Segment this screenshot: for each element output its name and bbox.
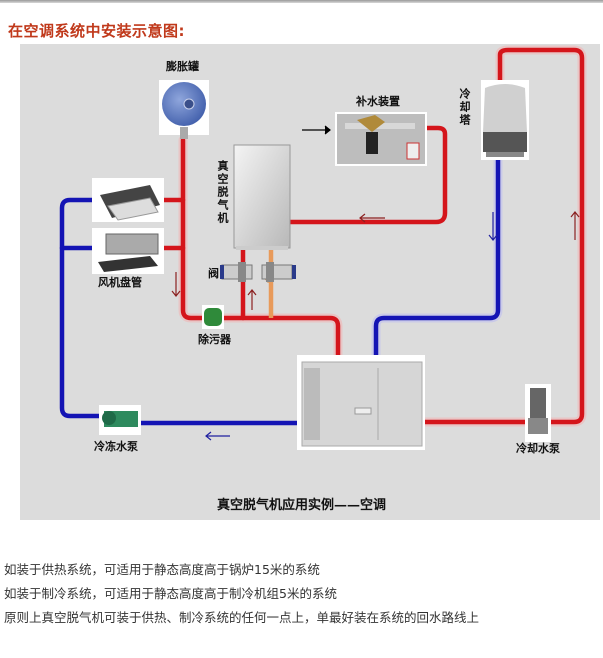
page-title: 在空调系统中安装示意图: [8,22,185,40]
label-cooling-tower: 冷却塔 [458,88,471,127]
cooling-tower-icon [481,80,529,160]
return-pipe-fancoil [59,197,103,419]
chiller-unit-icon [297,355,425,450]
supply-pipe-cooling-loop [417,47,585,425]
label-expansion-tank: 膨胀罐 [166,60,199,73]
flow-arrow-down [488,212,498,241]
label-dirt-separator: 除污器 [198,333,231,346]
diagram-caption: 真空脱气机应用实例——空调 [216,498,386,513]
expansion-tank-icon [159,80,209,139]
supply-pipe-main [180,137,341,363]
flow-arrow-left [359,213,385,223]
flow-arrow-up [570,211,580,240]
note-item: 如装于供热系统，可适用于静态高度高于锅炉15米的系统 [4,562,320,577]
label-fan-coil: 风机盘管 [98,276,142,289]
label-chilled-water-pump: 冷冻水泵 [94,440,138,453]
inlet-arrow [302,125,331,135]
notes-list: 如装于供热系统，可适用于静态高度高于锅炉15米的系统 如装于制冷系统，可适用于静… [4,558,479,630]
return-pipe-cooling-tower [373,152,501,363]
vacuum-degasser-icon [233,144,291,250]
top-border [0,0,603,3]
flow-arrow-left [205,431,230,441]
label-cooling-water-pump: 冷却水泵 [516,442,560,455]
flow-arrow-up [247,289,257,310]
label-vacuum-degasser: 真空脱气机 [216,160,229,225]
label-valve: 阀 [208,267,219,280]
pipe-halo [371,150,503,365]
supply-pipe-makeup [285,125,448,225]
valve-icon [261,262,296,282]
chilled-water-pump-icon [99,405,141,435]
label-makeup-water: 补水装置 [356,95,400,108]
cooling-water-pump-icon [525,384,551,442]
fan-coil-cassette-icon [92,178,164,222]
dirt-separator-icon [202,305,224,329]
note-item: 如装于制冷系统，可适用于静态高度高于制冷机组5米的系统 [4,586,337,601]
fan-coil-ducted-icon [92,228,164,274]
note-item: 原则上真空脱气机可装于供热、制冷系统的任何一点上，单最好装在系统的回水路线上 [4,610,480,625]
makeup-water-device-icon [335,112,427,166]
flow-arrow-down [171,272,181,297]
valve-icon [220,262,253,282]
